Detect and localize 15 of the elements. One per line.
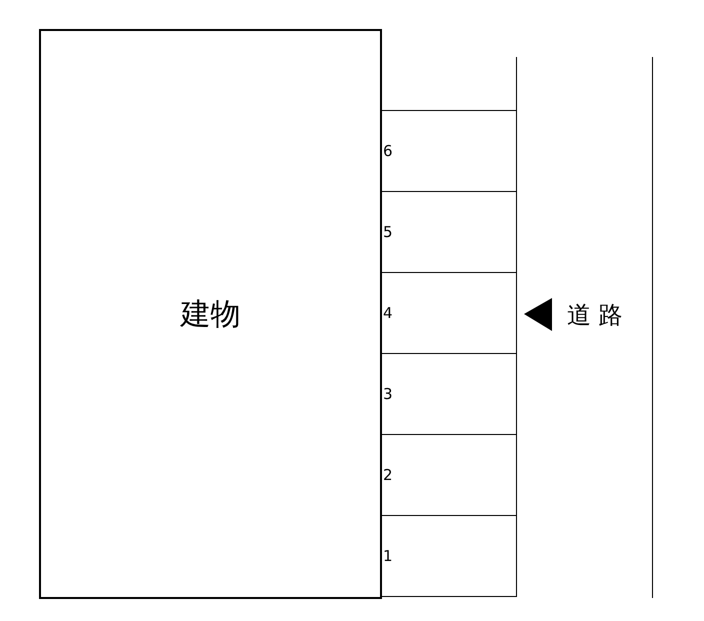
- parking-space: [380, 516, 517, 597]
- space-number: 2: [383, 466, 393, 484]
- parking-space: [380, 192, 517, 273]
- space-number: 5: [383, 223, 393, 241]
- parking-space: [380, 435, 517, 516]
- parking-space: [380, 110, 517, 192]
- space-number: 4: [383, 304, 393, 322]
- road-label: 道 路: [567, 300, 623, 331]
- space-number: 1: [383, 547, 393, 565]
- parking-space: [380, 273, 517, 354]
- building-label: 建物: [180, 296, 240, 334]
- space-number: 3: [383, 385, 393, 403]
- space-number: 6: [383, 142, 393, 160]
- parking-space: [380, 354, 517, 435]
- building-box: [39, 29, 382, 599]
